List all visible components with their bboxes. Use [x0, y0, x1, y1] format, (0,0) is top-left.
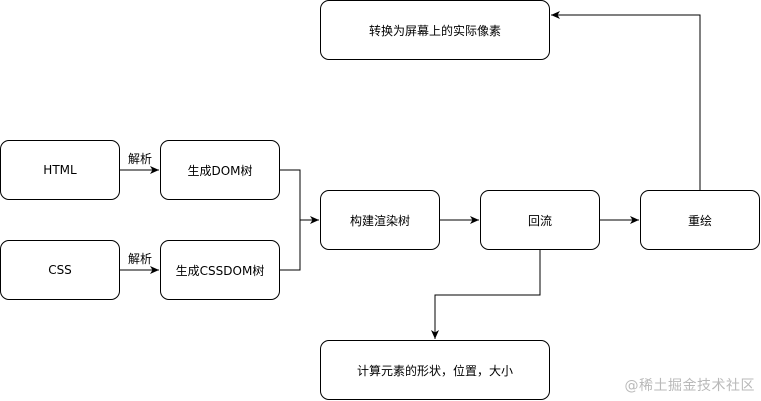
node-compute-label: 计算元素的形状，位置，大小: [356, 363, 513, 378]
node-build-render-tree-label: 构建渲染树: [349, 213, 410, 228]
node-generate-cssdom: 生成CSSDOM树: [160, 240, 280, 300]
node-css: CSS: [0, 240, 120, 300]
edge-cssdom-to-render: [280, 220, 301, 271]
node-css-label: CSS: [48, 263, 72, 277]
node-compute: 计算元素的形状，位置，大小: [320, 340, 550, 400]
edge-label-parse-2: 解析: [127, 252, 154, 266]
edge-label-parse-1: 解析: [127, 152, 154, 166]
watermark: @稀土掘金技术社区: [624, 378, 755, 394]
edge-repaint-to-pixels: [551, 11, 701, 190]
edge-reflow-to-compute: [431, 250, 541, 339]
node-reflow: 回流: [480, 190, 600, 250]
node-convert-pixels: 转换为屏幕上的实际像素: [320, 0, 550, 60]
node-convert-pixels-label: 转换为屏幕上的实际像素: [368, 23, 501, 38]
node-generate-dom-label: 生成DOM树: [187, 163, 253, 178]
node-html: HTML: [0, 140, 120, 200]
node-build-render-tree: 构建渲染树: [320, 190, 440, 250]
node-reflow-label: 回流: [527, 213, 552, 228]
node-repaint-label: 重绘: [687, 213, 712, 228]
edge-dom-to-render: [280, 169, 319, 224]
node-generate-dom: 生成DOM树: [160, 140, 280, 200]
node-generate-cssdom-label: 生成CSSDOM树: [175, 263, 265, 278]
node-repaint: 重绘: [640, 190, 760, 250]
node-html-label: HTML: [43, 163, 77, 177]
